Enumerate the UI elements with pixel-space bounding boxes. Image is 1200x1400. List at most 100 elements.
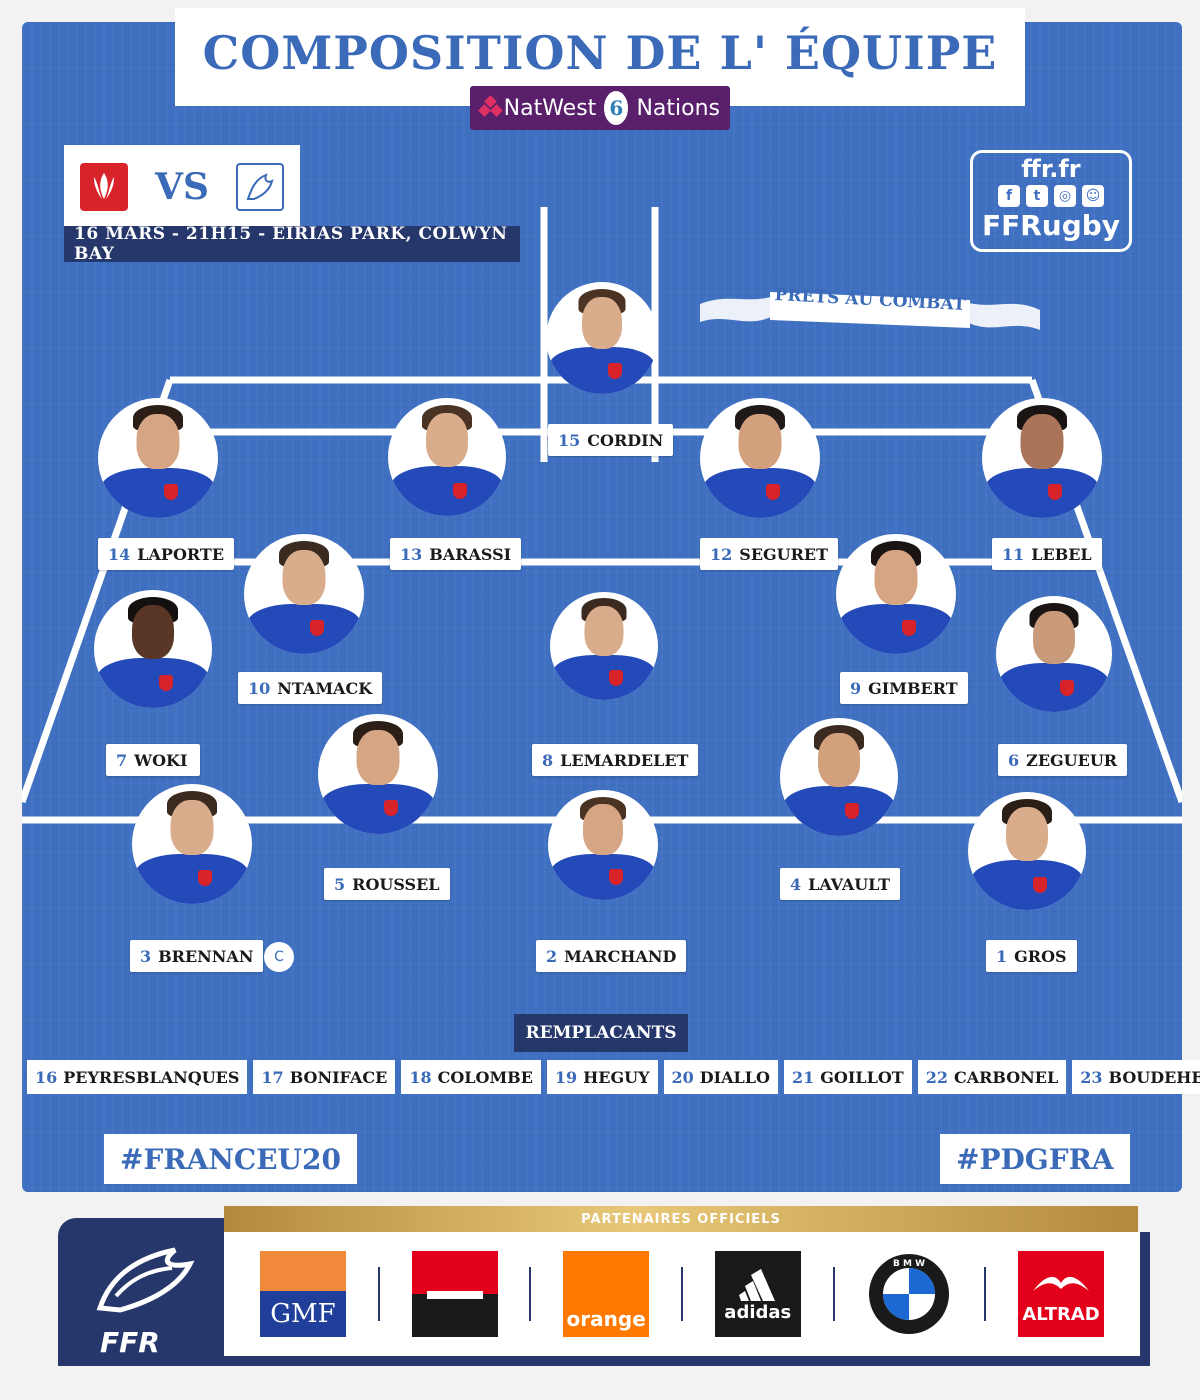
face: [1006, 807, 1048, 861]
sg-red-block: [411, 1251, 498, 1294]
face: [136, 414, 180, 469]
player-photo: [996, 596, 1112, 712]
jersey: [839, 604, 953, 654]
player-photo: [780, 718, 898, 836]
face: [170, 800, 214, 855]
matchup-box: VS: [64, 145, 300, 229]
adidas-label: adidas: [724, 1302, 792, 1323]
hashtag-right[interactable]: #PDGFRA: [940, 1134, 1130, 1184]
partners-logos: GMF orange adidas B M: [224, 1232, 1150, 1366]
societe-generale-logo[interactable]: [411, 1251, 498, 1337]
player-number: 12: [710, 544, 733, 564]
player-number: 1: [996, 946, 1008, 966]
ffr-rooster-icon: [96, 1247, 195, 1313]
face: [874, 550, 918, 605]
player-photo: [550, 592, 658, 700]
adidas-logo[interactable]: adidas: [714, 1251, 801, 1337]
altrad-bird-icon: [1033, 1276, 1090, 1291]
ffr-crest-icon: [198, 870, 212, 886]
altrad-logo[interactable]: ALTRAD: [1018, 1251, 1105, 1337]
player-name: WOKI: [134, 750, 188, 770]
snapchat-icon[interactable]: ☺: [1082, 185, 1104, 207]
six-nations-icon: 6: [604, 91, 629, 125]
facebook-icon[interactable]: f: [998, 185, 1020, 207]
player-photo: [94, 590, 212, 708]
player-number: 13: [400, 544, 423, 564]
player-number: 3: [140, 946, 152, 966]
sub-number: 19: [554, 1067, 578, 1087]
player-name: NTAMACK: [277, 678, 373, 698]
face: [282, 550, 326, 605]
nations-label: Nations: [636, 95, 720, 121]
captain-badge: C: [264, 942, 294, 972]
divider: [832, 1267, 835, 1321]
player-photo: [546, 282, 658, 394]
sub-item: 23BOUDEHENT: [1072, 1060, 1200, 1094]
player-number: 6: [1008, 750, 1020, 770]
gmf-logo[interactable]: GMF: [259, 1251, 346, 1337]
sub-name: GOILLOT: [820, 1067, 904, 1087]
face: [582, 297, 622, 349]
player-label: 10 NTAMACK: [238, 672, 383, 704]
jersey: [135, 854, 249, 904]
player-number: 7: [116, 750, 128, 770]
jersey: [703, 468, 817, 518]
vs-label: VS: [155, 166, 209, 208]
ffr-crest-icon: [310, 620, 324, 636]
divider: [377, 1267, 380, 1321]
face: [426, 413, 468, 467]
natwest-cubes-icon: [478, 95, 503, 119]
player-label: 7 WOKI: [106, 744, 200, 776]
face: [583, 804, 623, 855]
player-name: GIMBERT: [868, 678, 958, 698]
player-name: BARASSI: [429, 544, 512, 564]
sub-number: 21: [792, 1067, 815, 1087]
player-name: MARCHAND: [564, 946, 677, 966]
player-number: 10: [248, 678, 271, 698]
face: [1033, 611, 1075, 664]
site-url[interactable]: ffr.fr: [1021, 155, 1081, 183]
ffr-crest-icon: [609, 869, 623, 885]
ffr-crest-icon: [608, 363, 622, 379]
ffr-crest-icon: [159, 675, 173, 691]
sub-number: 22: [925, 1067, 948, 1087]
player-number: 14: [108, 544, 131, 564]
player-name: ROUSSEL: [352, 874, 440, 894]
player-name: LAVAULT: [808, 874, 891, 894]
sub-name: PEYRESBLANQUES: [63, 1067, 240, 1087]
jersey: [985, 468, 1099, 518]
jersey: [549, 347, 655, 394]
sg-white-bar: [426, 1291, 483, 1299]
adidas-stripes-icon: [738, 1269, 775, 1301]
ffr-crest-icon: [1033, 877, 1047, 893]
gmf-faces-icon: [259, 1251, 346, 1291]
instagram-icon[interactable]: ◎: [1054, 185, 1076, 207]
player-photo: [132, 784, 252, 904]
ffr-text: FFR: [100, 1326, 160, 1359]
player-label: 13 BARASSI: [390, 538, 522, 570]
divider: [984, 1267, 987, 1321]
social-handle[interactable]: FFRugby: [981, 209, 1121, 242]
twitter-icon[interactable]: t: [1026, 185, 1048, 207]
natwest-nations-logo: NatWest 6 Nations: [470, 86, 730, 130]
altrad-label: ALTRAD: [1022, 1304, 1100, 1325]
orange-label: orange: [566, 1307, 646, 1331]
face: [356, 730, 400, 785]
player-photo: [318, 714, 438, 834]
orange-logo[interactable]: orange: [563, 1251, 650, 1337]
gmf-label: GMF: [259, 1291, 346, 1337]
player-number: 15: [558, 430, 581, 450]
ffr-crest-icon: [902, 620, 916, 636]
hashtag-left[interactable]: #FRANCEU20: [104, 1134, 357, 1184]
bmw-logo[interactable]: B M W: [866, 1251, 953, 1337]
divider: [680, 1267, 683, 1321]
